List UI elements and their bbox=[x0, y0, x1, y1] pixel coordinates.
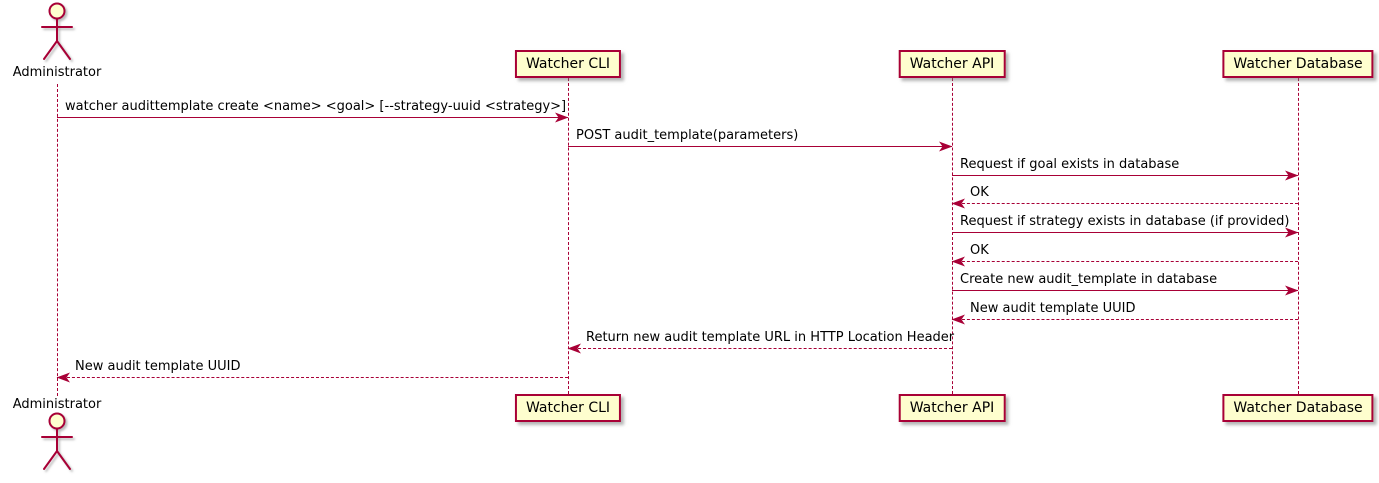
message-line bbox=[952, 170, 1299, 181]
actor-label-bottom: Administrator bbox=[12, 397, 102, 412]
message-line bbox=[952, 227, 1299, 238]
participant-watcher-cli-bottom: Watcher CLI bbox=[514, 394, 622, 422]
message-label: Request if strategy exists in database (… bbox=[960, 214, 1290, 229]
message-line bbox=[567, 343, 952, 354]
message-label: POST audit_template(parameters) bbox=[576, 128, 799, 143]
arrowhead-left-icon bbox=[56, 372, 70, 383]
arrowhead-right-icon bbox=[939, 141, 953, 152]
message-line bbox=[951, 314, 1298, 325]
actor-icon bbox=[41, 2, 73, 60]
message-line bbox=[57, 112, 569, 123]
participant-watcher-database: Watcher Database bbox=[1222, 50, 1374, 78]
message-label: Return new audit template URL in HTTP Lo… bbox=[586, 330, 955, 345]
message-create-audittemplate: watcher audittemplate create <name> <goa… bbox=[57, 99, 569, 123]
message-ok-strategy: OK bbox=[951, 243, 1298, 267]
message-new-uuid-admin: New audit template UUID bbox=[56, 359, 568, 383]
lifeline-watcher-cli bbox=[568, 78, 569, 394]
message-request-strategy-exists: Request if strategy exists in database (… bbox=[952, 214, 1299, 238]
message-ok-goal: OK bbox=[951, 185, 1298, 209]
lifeline-watcher-database bbox=[1298, 78, 1299, 394]
arrowhead-right-icon bbox=[555, 112, 569, 123]
message-return-url-location-header: Return new audit template URL in HTTP Lo… bbox=[567, 330, 955, 354]
message-label: New audit template UUID bbox=[75, 359, 241, 374]
participant-watcher-cli: Watcher CLI bbox=[514, 50, 622, 78]
arrowhead-left-icon bbox=[951, 314, 965, 325]
lifeline-administrator bbox=[57, 84, 58, 396]
message-label: OK bbox=[970, 185, 989, 200]
actor-label: Administrator bbox=[12, 65, 102, 80]
arrowhead-right-icon bbox=[1285, 227, 1299, 238]
message-line bbox=[951, 198, 1298, 209]
message-new-uuid-db: New audit template UUID bbox=[951, 301, 1298, 325]
arrowhead-right-icon bbox=[1285, 170, 1299, 181]
message-line bbox=[568, 141, 953, 152]
participant-watcher-database-bottom: Watcher Database bbox=[1222, 394, 1374, 422]
message-label: watcher audittemplate create <name> <goa… bbox=[65, 99, 567, 114]
message-label: Request if goal exists in database bbox=[960, 157, 1180, 172]
message-line bbox=[56, 372, 568, 383]
message-label: OK bbox=[970, 243, 989, 258]
message-line bbox=[952, 285, 1299, 296]
actor-icon bbox=[41, 412, 73, 470]
message-create-audit-template-db: Create new audit_template in database bbox=[952, 272, 1299, 296]
arrowhead-left-icon bbox=[951, 256, 965, 267]
message-line bbox=[951, 256, 1298, 267]
message-label: New audit template UUID bbox=[970, 301, 1136, 316]
participant-watcher-api-bottom: Watcher API bbox=[898, 394, 1006, 422]
arrowhead-left-icon bbox=[567, 343, 581, 354]
message-label: Create new audit_template in database bbox=[960, 272, 1218, 287]
message-post-audit-template: POST audit_template(parameters) bbox=[568, 128, 953, 152]
arrowhead-right-icon bbox=[1285, 285, 1299, 296]
message-request-goal-exists: Request if goal exists in database bbox=[952, 157, 1299, 181]
arrowhead-left-icon bbox=[951, 198, 965, 209]
participant-watcher-api: Watcher API bbox=[898, 50, 1006, 78]
lifeline-watcher-api bbox=[952, 78, 953, 394]
